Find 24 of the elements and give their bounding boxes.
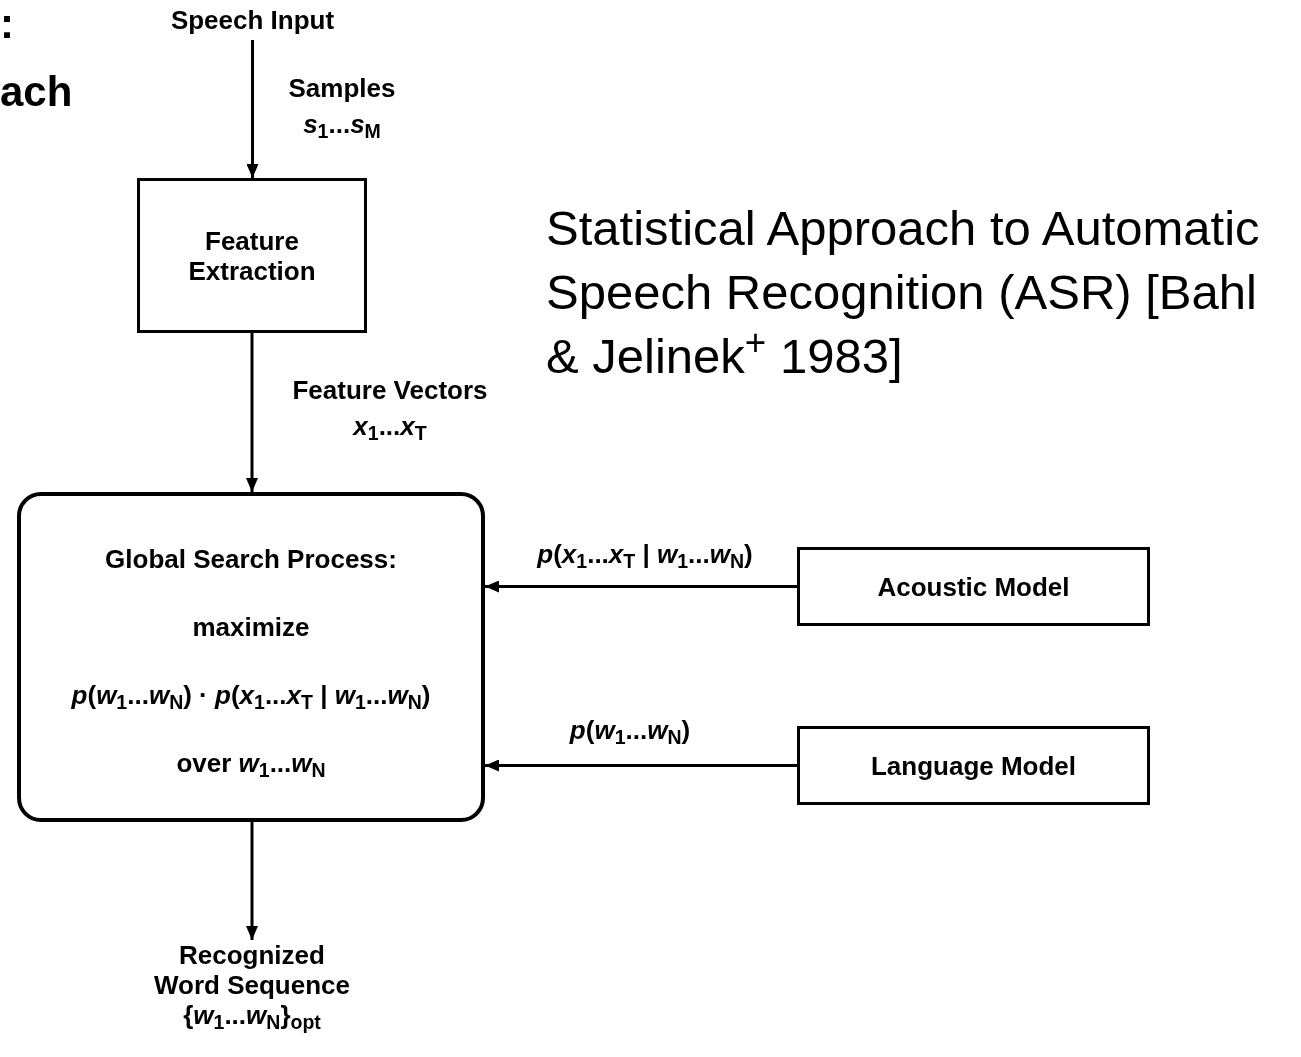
arrow bbox=[246, 822, 258, 940]
input-label: Speech Input bbox=[170, 5, 335, 35]
search-process-box bbox=[17, 492, 485, 822]
diagram-title: Statistical Approach to Automatic Speech Recognition (ASR) [Bahl & Jelinek$^{+}$ 1983] bbox=[546, 200, 1261, 385]
box-heading: Global Search Process: bbox=[105, 544, 397, 574]
model-box bbox=[797, 726, 1150, 805]
arrow bbox=[246, 333, 258, 492]
formula: p(w$_{1}$...w$_{N}$) · p(x$_{1}$...x$_{T}$ | w$_{1}$...w$_{N}$) bbox=[71, 680, 431, 710]
edge-label: Samples s$_{1}$...s$_{M}$ bbox=[287, 72, 397, 142]
arrow bbox=[246, 40, 259, 178]
title-fragment: : bbox=[0, 2, 14, 46]
box-text: maximize bbox=[192, 612, 310, 642]
title-fragment: ach bbox=[0, 70, 73, 114]
box-label: Language Model bbox=[870, 750, 1077, 781]
process-box bbox=[137, 178, 367, 333]
edge-label: Feature Vectors x$_{1}$...x$_{T}$ bbox=[291, 374, 489, 444]
arrow bbox=[485, 580, 797, 593]
edge-label: p(w$_{1}$...w$_{N}$) bbox=[568, 714, 692, 748]
box-label: Acoustic Model bbox=[877, 571, 1070, 602]
edge-label: p(x$_{1}$...x$_{T}$ | w$_{1}$...w$_{N}$) bbox=[535, 538, 754, 572]
arrow bbox=[485, 759, 797, 772]
formula: over w$_{1}$...w$_{N}$ bbox=[176, 748, 326, 778]
box-label: Feature Extraction bbox=[187, 225, 317, 286]
model-box bbox=[797, 547, 1150, 626]
